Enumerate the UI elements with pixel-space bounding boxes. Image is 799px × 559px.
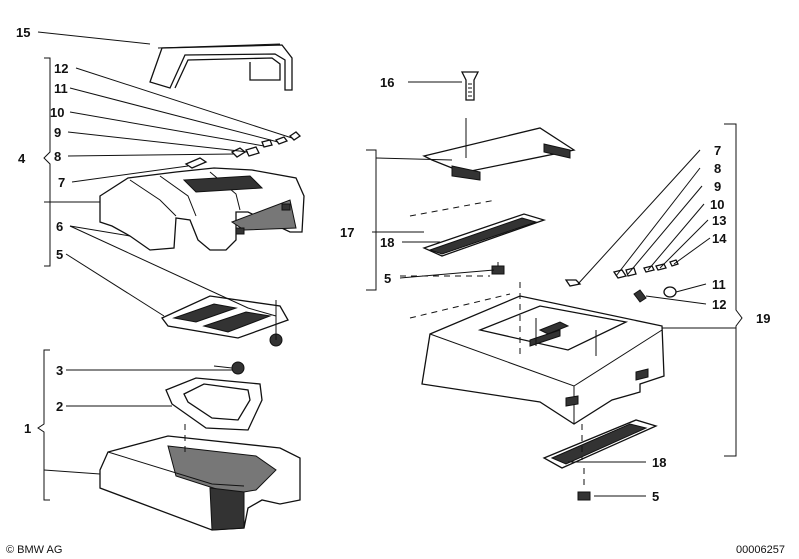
part-5-nut-middle bbox=[400, 262, 505, 277]
callout-9-right: 9 bbox=[714, 179, 721, 194]
callout-9-left: 9 bbox=[54, 125, 61, 140]
callout-10-right: 10 bbox=[710, 197, 724, 212]
part-17-rail bbox=[422, 118, 576, 181]
part-19-console-body bbox=[409, 282, 665, 425]
callout-12-left: 12 bbox=[54, 61, 68, 76]
part-1-console-base bbox=[99, 424, 301, 531]
callout-16: 16 bbox=[380, 75, 394, 90]
part-6-frame bbox=[160, 295, 289, 347]
callout-17: 17 bbox=[340, 225, 354, 240]
small-parts-left bbox=[184, 131, 302, 169]
callout-10-left: 10 bbox=[50, 105, 64, 120]
callout-4: 4 bbox=[18, 151, 26, 166]
callout-7-left: 7 bbox=[58, 175, 65, 190]
part-18-strip bbox=[409, 199, 547, 257]
part-18-lower-strip bbox=[542, 419, 658, 469]
callout-3: 3 bbox=[56, 363, 63, 378]
part-3-screw bbox=[213, 361, 245, 375]
callout-1: 1 bbox=[24, 421, 31, 436]
callout-18-middle: 18 bbox=[380, 235, 394, 250]
footer-brand: © BMW AG bbox=[6, 544, 62, 556]
part-5-nut-lower bbox=[577, 468, 591, 501]
part-4-console-lid bbox=[99, 167, 305, 251]
callout-5-right: 5 bbox=[652, 489, 659, 504]
footer-doc-number: 00006257 bbox=[736, 544, 785, 556]
left-leaders bbox=[37, 31, 293, 501]
part-2-trim-ring bbox=[165, 377, 263, 431]
callout-8-right: 8 bbox=[714, 161, 721, 176]
callout-labels: 15 12 11 10 9 8 4 7 6 5 3 2 1 16 17 18 5… bbox=[16, 25, 770, 504]
callout-2: 2 bbox=[56, 399, 63, 414]
callout-13: 13 bbox=[712, 213, 726, 228]
right-leaders bbox=[366, 123, 743, 497]
callout-7-right: 7 bbox=[714, 143, 721, 158]
callout-15: 15 bbox=[16, 25, 30, 40]
part-16-screw bbox=[408, 71, 480, 101]
callout-8-left: 8 bbox=[54, 149, 61, 164]
callout-14: 14 bbox=[712, 231, 727, 246]
callout-5-middle: 5 bbox=[384, 271, 391, 286]
callout-11-right: 11 bbox=[712, 277, 726, 292]
callout-6: 6 bbox=[56, 219, 63, 234]
part-15-bracket bbox=[149, 43, 293, 91]
callout-11-left: 11 bbox=[54, 81, 68, 96]
callout-18-right: 18 bbox=[652, 455, 666, 470]
callout-12-right: 12 bbox=[712, 297, 726, 312]
callout-5-left: 5 bbox=[56, 247, 63, 262]
callout-19: 19 bbox=[756, 311, 770, 326]
